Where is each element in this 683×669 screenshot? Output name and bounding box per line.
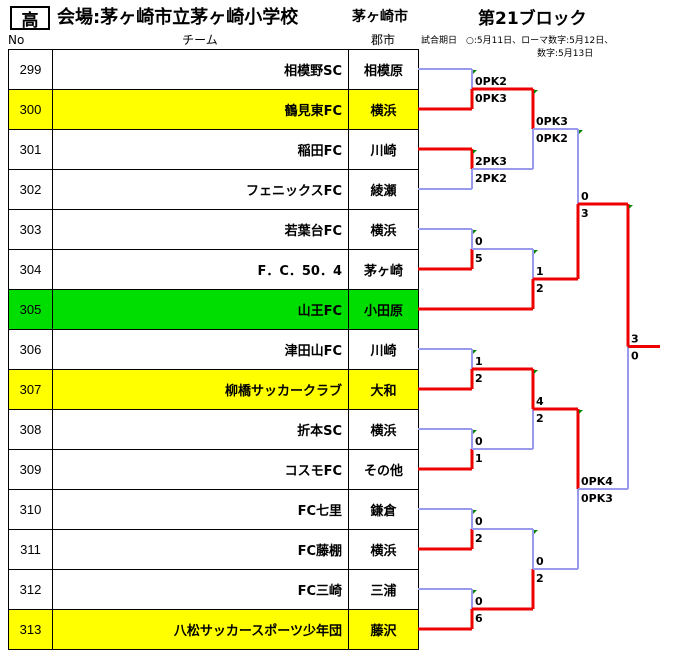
team-number: 309: [9, 450, 53, 489]
result-marker: [473, 430, 477, 434]
column-header-team: チーム: [182, 33, 218, 47]
result-marker: [579, 130, 583, 134]
team-number: 302: [9, 170, 53, 209]
result-marker: [473, 590, 477, 594]
match-score: 2PK3: [475, 155, 507, 168]
result-marker: [534, 250, 538, 254]
level-badge: 高: [10, 6, 50, 31]
result-marker: [534, 90, 538, 94]
team-number: 300: [9, 90, 53, 129]
team-number: 299: [9, 50, 53, 89]
result-marker: [473, 230, 477, 234]
team-number: 303: [9, 210, 53, 249]
team-name: フェニックスFC: [53, 170, 349, 209]
match-score: 0: [475, 435, 483, 448]
team-number: 306: [9, 330, 53, 369]
team-name: FC藤棚: [53, 530, 349, 569]
team-number: 304: [9, 250, 53, 289]
result-marker: [473, 70, 477, 74]
match-score: 0: [631, 350, 639, 363]
team-name: 相模野SC: [53, 50, 349, 89]
match-score: 0: [581, 190, 589, 203]
match-score: 2: [475, 532, 483, 545]
match-score: 0: [475, 515, 483, 528]
team-number: 307: [9, 370, 53, 409]
match-score: 0PK3: [581, 492, 613, 505]
team-name: コスモFC: [53, 450, 349, 489]
match-score: 3: [631, 333, 639, 346]
match-score: 2PK2: [475, 172, 507, 185]
match-score: 0PK3: [536, 115, 568, 128]
team-number: 312: [9, 570, 53, 609]
match-score: 0: [475, 235, 483, 248]
match-score: 0PK4: [581, 475, 613, 488]
team-name: 津田山FC: [53, 330, 349, 369]
venue-city: 茅ヶ崎市: [352, 9, 408, 25]
match-score: 0PK2: [536, 132, 568, 145]
team-name: 山王FC: [53, 290, 349, 329]
match-score: 2: [536, 572, 544, 585]
team-name: 八松サッカースポーツ少年団: [53, 610, 349, 649]
match-score: 6: [475, 612, 483, 625]
column-header-district: 郡市: [370, 33, 395, 47]
team-number: 310: [9, 490, 53, 529]
team-name: 若葉台FC: [53, 210, 349, 249]
team-name: 稲田FC: [53, 130, 349, 169]
team-name: 鶴見東FC: [53, 90, 349, 129]
venue-title: 会場:茅ヶ崎市立茅ヶ崎小学校: [57, 7, 299, 28]
team-name: FC三崎: [53, 570, 349, 609]
team-number: 308: [9, 410, 53, 449]
match-score: 1: [475, 452, 483, 465]
team-name: FC七里: [53, 490, 349, 529]
team-number: 301: [9, 130, 53, 169]
match-score: 0PK2: [475, 75, 507, 88]
match-score: 1: [536, 265, 544, 278]
result-marker: [473, 350, 477, 354]
schedule-note: 試合期日 ○:5月11日、ローマ数字:5月12日、 数字:5月13日: [421, 35, 613, 61]
match-score: 1: [475, 355, 483, 368]
team-number: 313: [9, 610, 53, 649]
match-score: 0PK3: [475, 92, 507, 105]
schedule-note-line2: 数字:5月13日: [537, 49, 594, 59]
result-marker: [534, 370, 538, 374]
result-marker: [579, 410, 583, 414]
match-score: 2: [475, 372, 483, 385]
match-score: 0: [475, 595, 483, 608]
match-score: 0: [536, 555, 544, 568]
match-score: 2: [536, 412, 544, 425]
team-name: 折本SC: [53, 410, 349, 449]
column-header-no: No: [8, 33, 25, 47]
team-name: 柳橋サッカークラブ: [53, 370, 349, 409]
match-score: 5: [475, 252, 483, 265]
match-score: 4: [536, 395, 544, 408]
match-score: 3: [581, 207, 589, 220]
schedule-note-line1: 試合期日 ○:5月11日、ローマ数字:5月12日、: [421, 36, 614, 46]
match-score: 2: [536, 282, 544, 295]
block-title: 第21ブロック: [478, 8, 587, 29]
result-marker: [473, 150, 477, 154]
result-marker: [629, 205, 633, 209]
result-marker: [534, 530, 538, 534]
team-number: 311: [9, 530, 53, 569]
team-number: 305: [9, 290, 53, 329]
result-marker: [473, 510, 477, 514]
team-name: F．C．50．4: [53, 250, 349, 289]
